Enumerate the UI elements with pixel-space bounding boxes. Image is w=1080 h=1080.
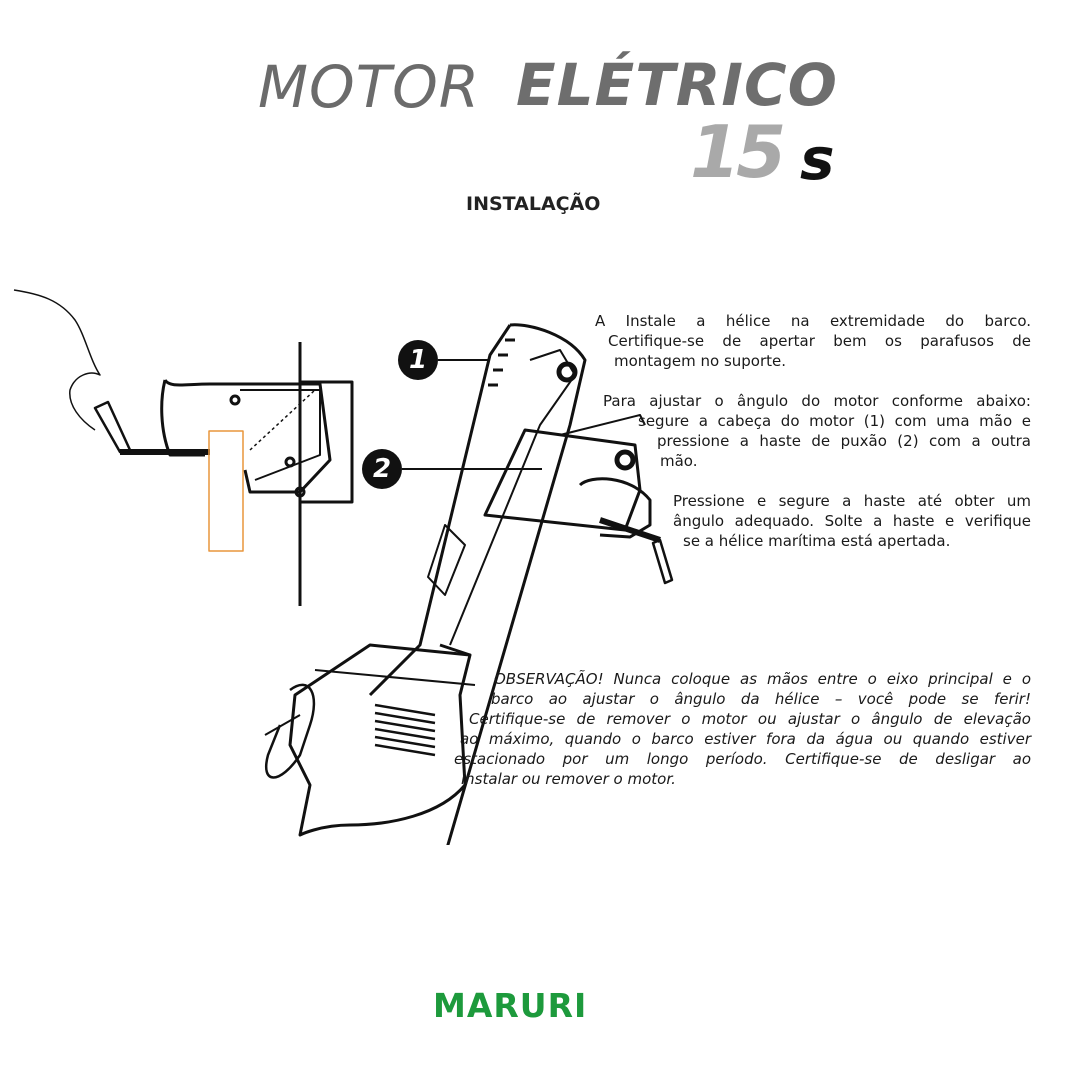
section-subtitle: INSTALAÇÃO [466,193,601,215]
title-eletrico: ELÉTRICO [516,51,838,119]
text-line: Certifique-se de apertar bem os parafuso… [608,332,1031,350]
motor-illustration [264,323,674,845]
callout-1-arrow [438,359,490,361]
text-line: estacionado por um longo período. Certif… [454,750,1031,768]
text-line: ângulo adequado. Solte a haste e verifiq… [673,512,1031,530]
text-line: OBSERVAÇÃO! Nunca coloque as mãos entre … [494,670,1031,688]
text-line: A Instale a hélice na extremidade do bar… [595,312,1031,330]
shaft-window [427,524,466,596]
clamp-bolt [294,486,306,498]
motor-head-knob [556,361,578,383]
callout-2-arrow [402,468,542,470]
pull-rod [559,414,646,436]
text-line: barco ao ajustar o ângulo da hélice – vo… [491,690,1031,708]
text-line: mão. [660,452,698,470]
text-line: ao máximo, quando o barco estiver fora d… [460,730,1031,748]
propeller-shaft [264,714,301,736]
clamp-plate [240,389,321,481]
title-motor: MOTOR [258,53,481,121]
callout-2: 2 [362,449,402,489]
clamp-teeth [249,389,316,451]
shaft-inner-line [449,349,576,646]
text-line: Pressione e segure a haste até obter um [673,492,1031,510]
clamp-bolt [229,394,241,406]
brand-logo: MARURI [433,986,588,1025]
text-line: instalar ou remover o motor. [461,770,676,788]
boat-edge-highlight [208,430,244,552]
text-line: Certifique-se de remover o motor ou ajus… [469,710,1031,728]
cooling-vents [374,703,436,757]
hand-outline [13,289,101,431]
clamp-bolt [284,456,296,468]
text-line: montagem no suporte. [614,352,787,370]
observation-warning: OBSERVAÇÃO! Nunca coloque as mãos entre … [454,669,1031,789]
text-line: segure a cabeça do motor (1) com uma mão… [638,412,1031,430]
bracket-knob [614,449,636,471]
text-line: pressione a haste de puxão (2) com a out… [657,432,1031,450]
lower-unit [288,643,472,837]
anti-ventilation-plate [314,669,476,686]
model-suffix: s [800,125,835,193]
callout-1: 1 [398,340,438,380]
instruction-angle: Para ajustar o ângulo do motor conforme … [603,391,1031,471]
propeller [265,683,316,779]
instruction-install: A Instale a hélice na extremidade do bar… [595,311,1031,371]
model-number: 15 [690,110,786,194]
mount-handle [651,538,674,585]
text-line: se a hélice marítima está apertada. [683,532,951,550]
mount-clamp [578,477,652,539]
clamp-illustration [13,289,354,606]
mount-bracket [483,428,642,532]
grip-notches [488,338,515,387]
boat-transom [300,380,354,504]
clamp-handle [93,400,132,454]
instruction-press: Pressione e segure a haste até obter um … [673,491,1031,551]
text-line: Para ajustar o ângulo do motor conforme … [603,392,1031,410]
mount-screw [599,517,661,543]
